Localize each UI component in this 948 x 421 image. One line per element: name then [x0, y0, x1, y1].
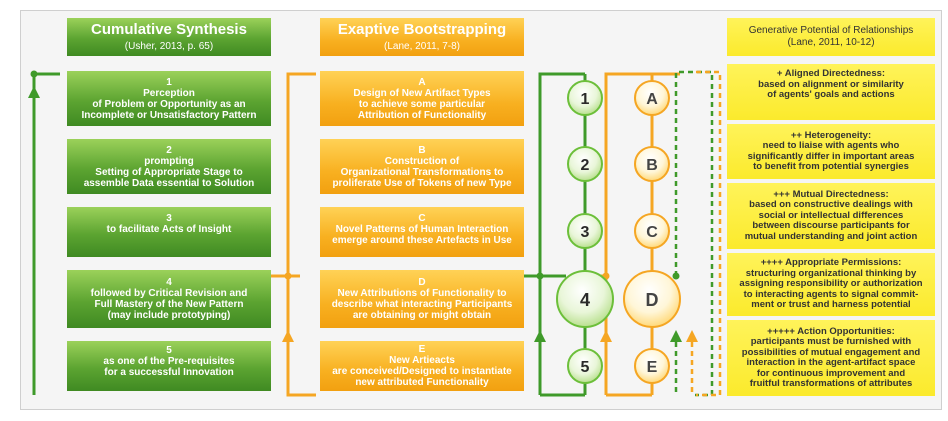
circle-a: A	[634, 80, 670, 116]
circle-d: D	[623, 270, 681, 328]
green-up-arrow	[534, 330, 546, 342]
synthesis-step-number: 3	[166, 213, 172, 224]
potential-item-text: based on constructive dealings with soci…	[744, 199, 918, 242]
synthesis-step-text: prompting Setting of Appropriate Stage t…	[83, 155, 255, 189]
synthesis-step-number: 2	[166, 144, 172, 156]
potential-item-3: +++ Mutual Directedness: based on constr…	[727, 183, 935, 249]
circle-3-label: 3	[581, 224, 590, 241]
potential-item-5: +++++ Action Opportunities: participants…	[727, 320, 935, 396]
synthesis-source: (Usher, 2013, p. 65)	[124, 41, 214, 52]
bootstrap-step-letter: B	[418, 144, 426, 156]
synthesis-loop-arrow	[28, 86, 40, 98]
synthesis-to-bootstrap-dot	[284, 272, 292, 280]
potential-source: (Lane, 2011, 10-12)	[787, 37, 875, 48]
green-circle-bracket	[538, 72, 566, 395]
synthesis-loop-line	[32, 72, 60, 395]
circle-5: 5	[567, 348, 603, 384]
potential-header: Generative Potential of Relationships (L…	[727, 18, 935, 56]
bootstrap-step-letter: A	[418, 76, 426, 88]
dashed-green-dot	[672, 272, 680, 280]
bootstrap-step-d: D New Attributions of Functionality to d…	[320, 270, 524, 328]
circle-a-label: A	[646, 91, 658, 108]
circle-e-label: E	[647, 359, 658, 376]
potential-item-1: + Aligned Directedness: based on alignme…	[727, 64, 935, 120]
bootstrap-left-bracket	[286, 72, 316, 397]
bootstrap-step-text: Novel Patterns of Human Interaction emer…	[332, 224, 512, 246]
bootstrapping-source: (Lane, 2011, 7-8)	[384, 41, 460, 52]
bootstrap-step-a: A Design of New Artifact Types to achiev…	[320, 71, 524, 126]
potential-item-heading: + Aligned Directedness:	[776, 68, 886, 79]
circle-d-label: D	[646, 290, 659, 310]
potential-item-text: based on alignment or similarity of agen…	[758, 78, 904, 100]
bootstrap-step-letter: D	[418, 277, 426, 288]
circle-5-label: 5	[581, 359, 590, 376]
circle-2-label: 2	[581, 157, 590, 174]
circle-b: B	[634, 146, 670, 182]
circle-c-label: C	[646, 224, 658, 241]
bootstrap-step-letter: C	[418, 213, 426, 224]
potential-title: Generative Potential of Relationships	[748, 25, 914, 36]
circle-c: C	[634, 213, 670, 249]
potential-item-text: participants must be furnished with poss…	[741, 336, 921, 389]
bootstrap-step-letter: E	[418, 344, 426, 355]
synthesis-step-number: 1	[166, 76, 172, 88]
circle-1-label: 1	[581, 91, 590, 108]
synthesis-step-number: 4	[166, 277, 172, 288]
bootstrap-step-text: New Attributions of Functionality to des…	[331, 288, 513, 321]
potential-item-4: ++++ Appropriate Permissions: structurin…	[727, 253, 935, 316]
potential-item-2: ++ Heterogeneity: need to liaise with ag…	[727, 124, 935, 179]
bootstrap-step-b: B Construction of Organizational Transfo…	[320, 139, 524, 194]
bootstrap-step-c: C Novel Patterns of Human Interaction em…	[320, 207, 524, 257]
potential-item-text: need to liaise with agents who significa…	[747, 140, 915, 172]
bootstrap-step-text: Construction of Organizational Transform…	[332, 155, 512, 189]
synthesis-step-1: 1 Perception of Problem or Opportunity a…	[67, 71, 271, 126]
synthesis-loop-dot	[30, 70, 38, 78]
synthesis-up-arrow	[282, 330, 294, 342]
bootstrap-step-text: New Artieacts are conceived/Designed to …	[332, 355, 512, 388]
circle-e: E	[634, 348, 670, 384]
potential-item-text: structuring organizational thinking by a…	[739, 267, 923, 311]
bootstrapping-header: Exaptive Bootstrapping (Lane, 2011, 7-8)	[320, 18, 524, 56]
synthesis-title: Cumulative Synthesis	[91, 21, 247, 38]
potential-item-heading: +++++ Action Opportunities:	[767, 325, 895, 337]
synthesis-step-text: Perception of Problem or Opportunity as …	[81, 87, 257, 121]
circle-1: 1	[567, 80, 603, 116]
bootstrapping-title: Exaptive Bootstrapping	[337, 21, 507, 38]
dashed-orange-bracket	[696, 70, 722, 397]
green-return-dot	[536, 272, 544, 280]
dashed-green-arrow	[670, 330, 682, 342]
circle-3: 3	[567, 213, 603, 249]
dashed-orange-arrow	[686, 330, 698, 342]
potential-item-heading: ++++ Appropriate Permissions:	[760, 257, 902, 269]
dashed-green-bracket	[674, 70, 714, 397]
synthesis-step-text: followed by Critical Revision and Full M…	[90, 288, 248, 321]
synthesis-header: Cumulative Synthesis (Usher, 2013, p. 65…	[67, 18, 271, 56]
synthesis-step-2: 2 prompting Setting of Appropriate Stage…	[67, 139, 271, 194]
circle-2: 2	[567, 146, 603, 182]
synthesis-step-text: to facilitate Acts of Insight	[106, 224, 232, 235]
orange-up-arrow	[600, 330, 612, 342]
circle-4: 4	[556, 270, 614, 328]
potential-item-heading: ++ Heterogeneity:	[790, 129, 872, 141]
circle-b-label: B	[646, 157, 658, 174]
synthesis-step-number: 5	[166, 345, 172, 356]
synthesis-step-3: 3 to facilitate Acts of Insight	[67, 207, 271, 257]
bootstrap-step-text: Design of New Artifact Types to achieve …	[353, 87, 491, 121]
potential-item-heading: +++ Mutual Directedness:	[773, 188, 889, 200]
bootstrap-step-e: E New Artieacts are conceived/Designed t…	[320, 341, 524, 391]
synthesis-step-text: as one of the Pre-requisites for a succe…	[103, 356, 235, 378]
synthesis-step-5: 5 as one of the Pre-requisites for a suc…	[67, 341, 271, 391]
synthesis-step-4: 4 followed by Critical Revision and Full…	[67, 270, 271, 328]
circle-4-label: 4	[580, 290, 590, 310]
